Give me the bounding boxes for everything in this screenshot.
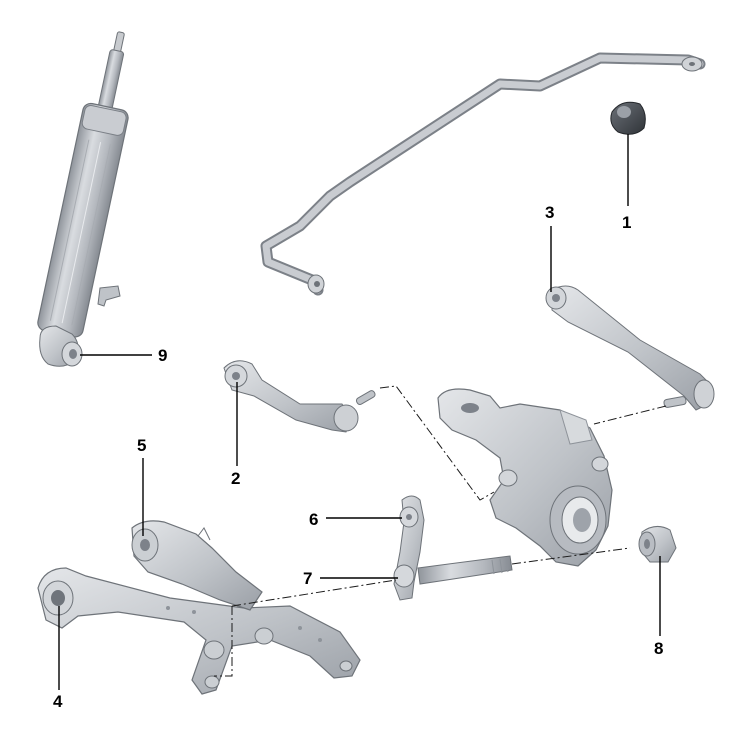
callout-5: 5 (137, 436, 147, 455)
callout-2: 2 (231, 469, 241, 488)
rubber-mounting (610, 101, 646, 135)
toe-link (393, 495, 425, 601)
shock-absorber (37, 31, 129, 367)
assembly-line-axle-vertical (214, 606, 233, 677)
callout-1: 1 (622, 213, 632, 232)
wheel-carrier (437, 388, 613, 567)
assembly-line-arm-to-carrier (593, 405, 667, 425)
stabilizer-bar (260, 52, 706, 296)
callout-7: 7 (303, 569, 313, 588)
assembly-line-bolt-to-bushing (511, 547, 631, 565)
callout-9: 9 (158, 346, 168, 365)
assembly-line-link-to-carrier (379, 385, 495, 501)
leader-lines (58, 134, 661, 690)
callout-8: 8 (654, 639, 664, 658)
callout-3: 3 (545, 203, 555, 222)
upper-control-arm (545, 285, 715, 411)
callout-4: 4 (53, 692, 63, 711)
assembly-line-axle-to-link (231, 579, 397, 607)
bolt (417, 555, 513, 585)
rear-axle-carrier (37, 520, 361, 695)
rubber-bushing (638, 526, 677, 563)
wishbone-link (223, 360, 376, 433)
assembly-lines (214, 385, 667, 677)
callout-6: 6 (309, 510, 319, 529)
